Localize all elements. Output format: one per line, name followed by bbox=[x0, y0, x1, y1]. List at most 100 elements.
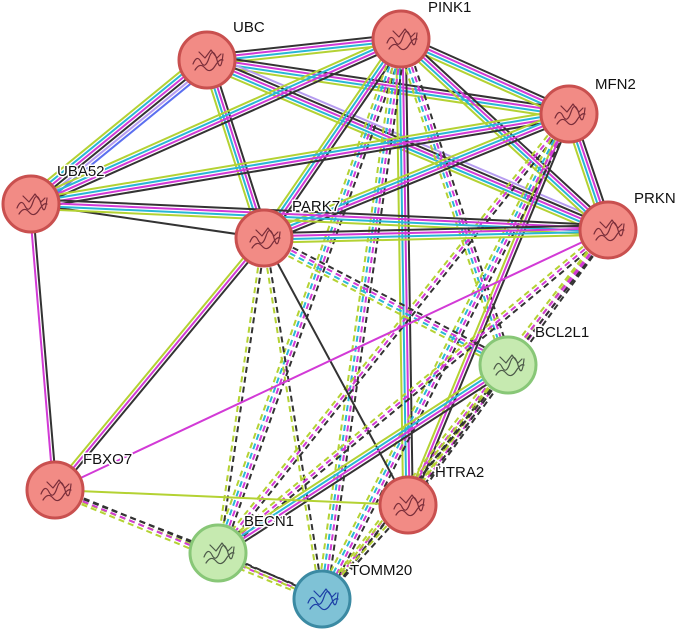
node-pink1[interactable] bbox=[371, 9, 431, 69]
edge-line-magenta bbox=[264, 235, 510, 365]
node-label-ubc: UBC bbox=[233, 19, 265, 36]
edge-bcl2l1-becn1[interactable] bbox=[214, 360, 512, 558]
edge-line-yellowgreen bbox=[261, 241, 507, 371]
node-bcl2l1[interactable] bbox=[478, 335, 538, 395]
edge-line-black bbox=[323, 231, 612, 602]
edge-line-yellowgreen bbox=[264, 233, 609, 244]
edge-line-magenta bbox=[322, 114, 572, 601]
edge-uba52-fbxo7[interactable] bbox=[28, 203, 58, 491]
edge-line-cyan bbox=[29, 36, 401, 204]
node-label-prkn: PRKN bbox=[634, 190, 676, 207]
edge-line-yellowgreen bbox=[53, 492, 322, 603]
edge-line-yellowgreen bbox=[214, 360, 506, 550]
edge-line-yellowgreen bbox=[28, 33, 400, 201]
node-circle[interactable] bbox=[177, 30, 237, 90]
node-circle[interactable] bbox=[234, 208, 294, 268]
edge-line-yellowgreen bbox=[25, 53, 203, 199]
edge-line-magenta bbox=[207, 59, 267, 238]
edge-fbxo7-htra2[interactable] bbox=[54, 489, 409, 506]
edge-line-black bbox=[404, 37, 514, 364]
edge-park7-becn1[interactable] bbox=[215, 237, 267, 554]
node-htra2[interactable] bbox=[378, 475, 438, 535]
node-circle[interactable] bbox=[1, 174, 61, 234]
edge-park7-bcl2l1[interactable] bbox=[261, 232, 511, 371]
node-circle[interactable] bbox=[578, 200, 638, 260]
edge-line-cyan bbox=[27, 55, 205, 202]
edge-line-magenta bbox=[206, 36, 401, 60]
node-label-pink1: PINK1 bbox=[428, 0, 471, 16]
edge-line-magenta bbox=[263, 227, 608, 238]
edge-line-black bbox=[31, 60, 209, 207]
edge-line-black bbox=[218, 238, 267, 554]
edge-line-cyan bbox=[399, 39, 569, 117]
edge-line-black bbox=[31, 117, 570, 210]
edge-line-yellowgreen bbox=[212, 37, 398, 552]
edge-line-black bbox=[32, 42, 404, 210]
edge-line-yellowgreen bbox=[261, 238, 322, 600]
edge-line-yellowgreen bbox=[259, 35, 398, 236]
node-label-uba52: UBA52 bbox=[57, 163, 105, 180]
edge-prkn-tomm20[interactable] bbox=[318, 227, 612, 602]
node-circle[interactable] bbox=[478, 335, 538, 395]
edge-line-black bbox=[219, 231, 611, 557]
node-tomm20[interactable] bbox=[292, 569, 352, 629]
node-prkn[interactable] bbox=[578, 200, 638, 260]
edge-prkn-fbxo7[interactable] bbox=[54, 229, 609, 491]
edge-line-cyan bbox=[207, 39, 402, 63]
node-circle[interactable] bbox=[188, 523, 248, 583]
node-circle[interactable] bbox=[371, 9, 431, 69]
edge-line-cyan bbox=[319, 38, 401, 599]
edge-line-cyan bbox=[262, 238, 508, 368]
node-label-fbxo7: FBXO7 bbox=[83, 451, 132, 468]
edge-line-cyan bbox=[398, 39, 408, 506]
edge-line-magenta bbox=[264, 39, 404, 240]
edge-pink1-tomm20[interactable] bbox=[316, 38, 407, 600]
edge-line-black bbox=[402, 33, 572, 111]
edge-line-cyan bbox=[215, 38, 401, 553]
edge-line-magenta bbox=[29, 57, 207, 204]
node-circle[interactable] bbox=[25, 460, 85, 520]
edge-line-magenta bbox=[54, 237, 265, 491]
edge-line-magenta bbox=[31, 201, 609, 230]
edge-line-black bbox=[210, 58, 270, 237]
node-mfn2[interactable] bbox=[539, 84, 599, 144]
edge-line-magenta bbox=[31, 114, 570, 207]
edge-park7-prkn[interactable] bbox=[263, 224, 609, 244]
edge-park7-fbxo7[interactable] bbox=[51, 235, 268, 493]
edge-line-black bbox=[410, 114, 573, 507]
edge-line-black bbox=[207, 54, 570, 111]
edge-line-cyan bbox=[264, 230, 609, 241]
edge-line-magenta bbox=[28, 204, 55, 491]
node-label-htra2: HTRA2 bbox=[435, 464, 484, 481]
node-label-bcl2l1: BCL2L1 bbox=[535, 324, 589, 341]
edge-line-black bbox=[219, 115, 573, 556]
edge-line-yellowgreen bbox=[316, 111, 566, 598]
edge-line-magenta bbox=[54, 229, 609, 491]
node-fbxo7[interactable] bbox=[25, 460, 85, 520]
node-uba52[interactable] bbox=[1, 174, 61, 234]
edge-line-yellowgreen bbox=[51, 235, 263, 489]
node-circle[interactable] bbox=[539, 84, 599, 144]
edge-line-yellowgreen bbox=[318, 227, 607, 598]
node-park7[interactable] bbox=[234, 208, 294, 268]
node-ubc[interactable] bbox=[177, 30, 237, 90]
node-circle[interactable] bbox=[292, 569, 352, 629]
edge-park7-tomm20[interactable] bbox=[261, 237, 325, 600]
edge-mfn2-tomm20[interactable] bbox=[316, 111, 575, 602]
edge-line-cyan bbox=[30, 111, 569, 204]
edge-pink1-uba52[interactable] bbox=[28, 33, 404, 210]
edge-mfn2-uba52[interactable] bbox=[30, 108, 570, 210]
edge-line-cyan bbox=[216, 362, 508, 553]
edge-line-magenta bbox=[321, 229, 609, 600]
node-label-tomm20: TOMM20 bbox=[350, 562, 412, 579]
edge-line-black bbox=[263, 237, 409, 506]
node-circle[interactable] bbox=[378, 475, 438, 535]
node-becn1[interactable] bbox=[188, 523, 248, 583]
edge-pink1-becn1[interactable] bbox=[212, 37, 407, 555]
edge-line-magenta bbox=[322, 39, 404, 600]
edge-park7-htra2[interactable] bbox=[263, 237, 409, 506]
edge-line-black bbox=[221, 40, 407, 555]
edge-line-cyan bbox=[319, 112, 569, 599]
